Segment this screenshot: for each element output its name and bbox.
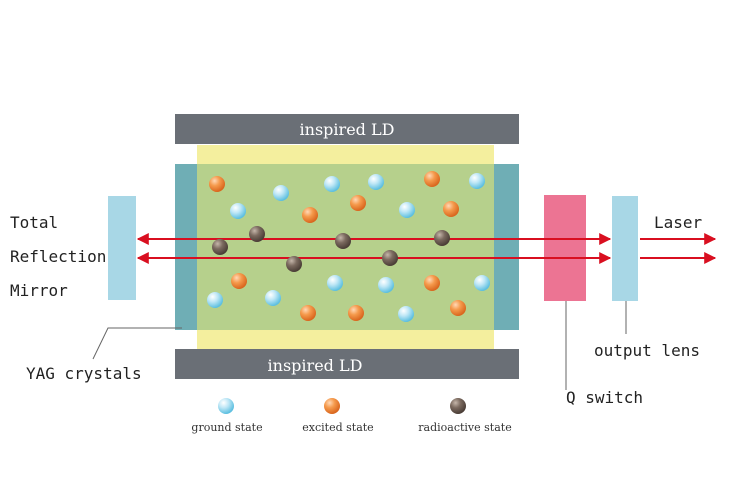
legend-radioactive-swatch: [450, 398, 466, 414]
legend-radioactive-label: radioactive state: [418, 421, 511, 434]
ground-particle: [469, 173, 485, 189]
yag-leader: [92, 327, 182, 360]
ground-particle: [398, 306, 414, 322]
yag-label: YAG crystals: [26, 364, 142, 383]
excited-particle: [450, 300, 466, 316]
radioactive-state-particles: [212, 226, 450, 272]
excited-particle: [443, 201, 459, 217]
ground-particle: [207, 292, 223, 308]
q-switch: [544, 195, 586, 301]
radioactive-particle: [286, 256, 302, 272]
excited-particle: [231, 273, 247, 289]
radioactive-particle: [434, 230, 450, 246]
legend-excited-label: excited state: [302, 421, 373, 434]
total-reflection-mirror: [108, 196, 136, 300]
bottom-ld-bar: [175, 349, 519, 379]
ground-particle: [378, 277, 394, 293]
excited-particle: [350, 195, 366, 211]
crystal-left-end: [175, 164, 197, 330]
radioactive-particle: [382, 250, 398, 266]
ground-particle: [265, 290, 281, 306]
radioactive-particle: [335, 233, 351, 249]
legend: ground state excited state radioactive s…: [191, 398, 512, 434]
excited-particle: [209, 176, 225, 192]
excited-particle: [348, 305, 364, 321]
output-lens-label: output lens: [594, 341, 700, 360]
top-ld-bar: [175, 114, 519, 144]
output-lens: [612, 196, 638, 301]
ground-particle: [230, 203, 246, 219]
mirror-label-line2: Reflection: [10, 247, 106, 266]
excited-particle: [300, 305, 316, 321]
crystal-right-end: [494, 164, 519, 330]
legend-ground-label: ground state: [191, 421, 262, 434]
ground-particle: [368, 174, 384, 190]
ground-particle: [327, 275, 343, 291]
ground-particle: [273, 185, 289, 201]
ground-particle: [474, 275, 490, 291]
top-ld-label: inspired LD: [300, 120, 395, 139]
ground-particle: [399, 202, 415, 218]
q-switch-label: Q switch: [566, 388, 643, 407]
excited-particle: [302, 207, 318, 223]
ground-particle: [324, 176, 340, 192]
legend-ground-swatch: [218, 398, 234, 414]
mirror-label-line1: Total: [10, 213, 58, 232]
excited-particle: [424, 275, 440, 291]
excited-state-particles: [209, 171, 466, 321]
laser-label: Laser: [654, 213, 703, 232]
radioactive-particle: [249, 226, 265, 242]
bottom-ld-label: inspired LD: [268, 356, 363, 375]
radioactive-particle: [212, 239, 228, 255]
legend-excited-swatch: [324, 398, 340, 414]
ground-state-particles: [207, 173, 490, 322]
mirror-label-line3: Mirror: [10, 281, 68, 300]
excited-particle: [424, 171, 440, 187]
